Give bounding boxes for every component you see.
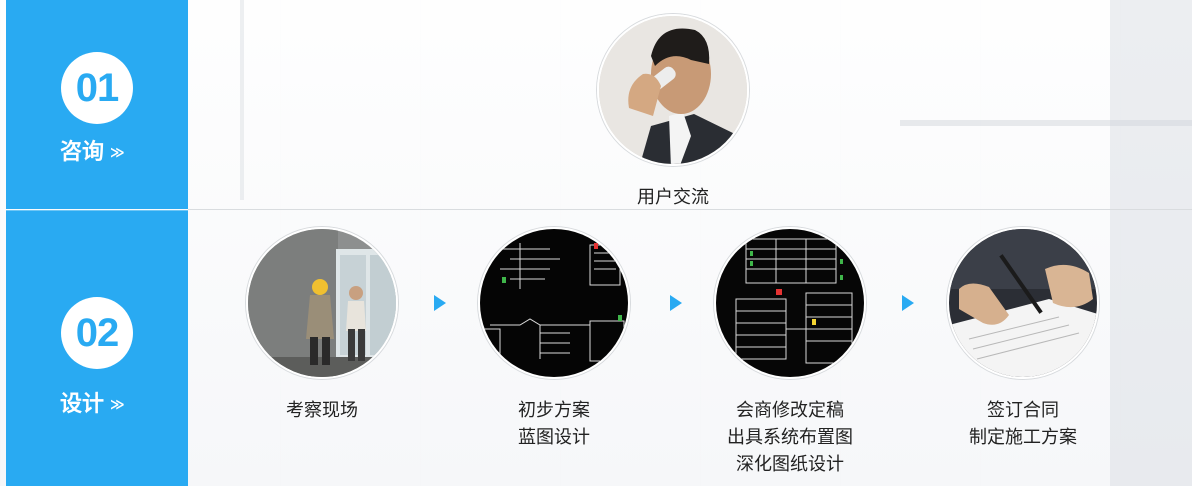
arrow-right-icon (670, 295, 682, 311)
blueprint-photo (478, 227, 630, 379)
step-number-badge: 01 (61, 52, 133, 124)
step-design: 02 设计 ≫ 考察现场 (0, 210, 1192, 486)
step-consult: 01 咨询 ≫ 用户交流 (0, 0, 1192, 209)
step-sidebar: 01 咨询 ≫ (6, 0, 188, 209)
process-caption: 初步方案 蓝图设计 (518, 400, 590, 448)
process-caption: 会商修改定稿 出具系统布置图 深化图纸设计 (727, 400, 853, 475)
step-number-badge: 02 (61, 297, 133, 369)
process-caption: 签订合同 制定施工方案 (969, 400, 1077, 448)
process-caption: 考察现场 (286, 400, 358, 421)
contract-signing-photo (947, 227, 1099, 379)
process-item: 考察现场 (244, 227, 400, 424)
step-sidebar: 02 设计 ≫ (6, 210, 188, 486)
step-label[interactable]: 咨询 ≫ (60, 134, 125, 166)
arrow-right-icon (902, 295, 914, 311)
double-chevron-right-icon: ≫ (110, 397, 125, 413)
row-divider (188, 209, 1192, 210)
process-item: 初步方案 蓝图设计 (476, 227, 632, 451)
step-title: 设计 (60, 392, 105, 417)
process-item: 会商修改定稿 出具系统布置图 深化图纸设计 (705, 227, 875, 478)
step-title: 咨询 (60, 140, 105, 165)
site-survey-photo (246, 227, 398, 379)
process-item: 用户交流 (595, 14, 751, 211)
process-item: 签订合同 制定施工方案 (945, 227, 1101, 451)
phone-call-photo (597, 14, 749, 166)
double-chevron-right-icon: ≫ (110, 145, 125, 161)
process-caption: 用户交流 (637, 187, 709, 208)
system-diagram-photo (714, 227, 866, 379)
step-label[interactable]: 设计 ≫ (60, 386, 125, 418)
arrow-right-icon (434, 295, 446, 311)
